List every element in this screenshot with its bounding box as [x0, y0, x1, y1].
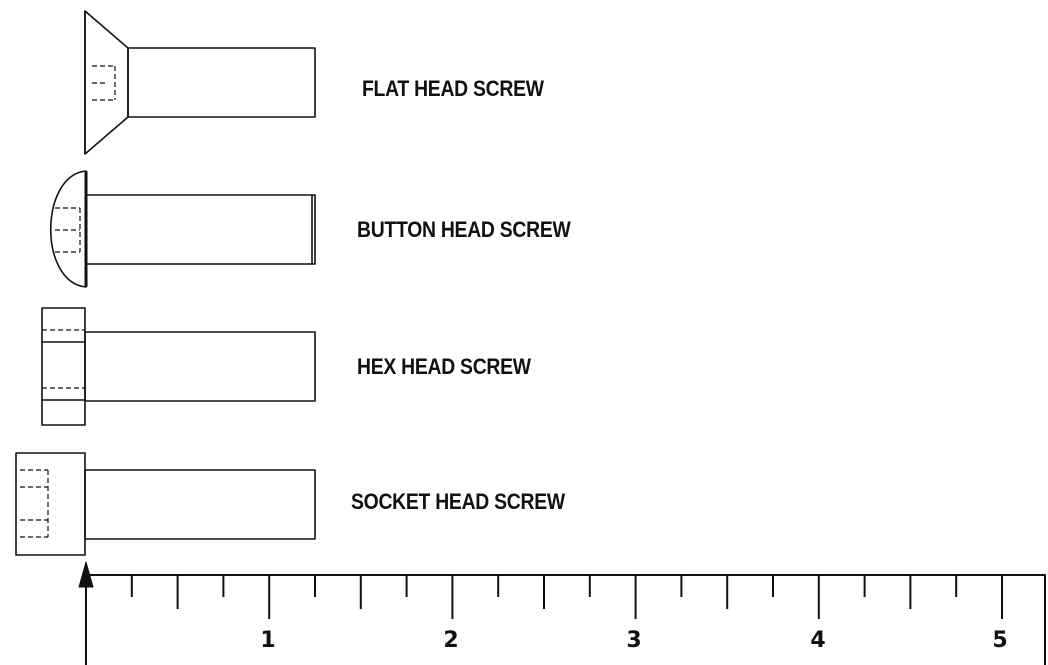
flat-head-shank [127, 47, 316, 118]
ruler-label-1: 1 [260, 628, 276, 653]
button-head-socket-hidden-lines [55, 207, 81, 253]
flat-head-screw-label: FLAT HEAD SCREW [362, 76, 544, 101]
ruler-label-2: 2 [443, 628, 459, 653]
socket-head-shank [84, 469, 316, 540]
ruler-outline [85, 574, 1046, 665]
socket-head-screw [15, 452, 316, 556]
flat-head-icon [84, 10, 129, 155]
ruler [85, 574, 1046, 665]
hex-head-shank [84, 331, 316, 402]
button-head-icon [50, 170, 87, 288]
button-head-shank [85, 194, 316, 265]
button-head-screw-label: BUTTON HEAD SCREW [357, 217, 571, 242]
flat-head-socket-hidden-lines [92, 65, 116, 101]
hex-head-hidden-lines [42, 329, 85, 389]
ruler-label-3: 3 [626, 628, 642, 653]
ruler-label-5: 5 [992, 628, 1008, 653]
socket-head-hidden-lines [20, 469, 49, 538]
arrow-up-icon [78, 561, 94, 588]
ruler-label-4: 4 [810, 628, 826, 653]
socket-head-icon [15, 452, 86, 556]
hex-head-screw [41, 307, 316, 426]
hex-head-icon [41, 307, 86, 426]
hex-head-screw-label: HEX HEAD SCREW [357, 354, 531, 379]
flat-head-screw [84, 10, 316, 155]
socket-head-screw-label: SOCKET HEAD SCREW [351, 489, 565, 514]
ruler-ticks [130, 575, 1003, 619]
button-head-screw [50, 170, 316, 288]
